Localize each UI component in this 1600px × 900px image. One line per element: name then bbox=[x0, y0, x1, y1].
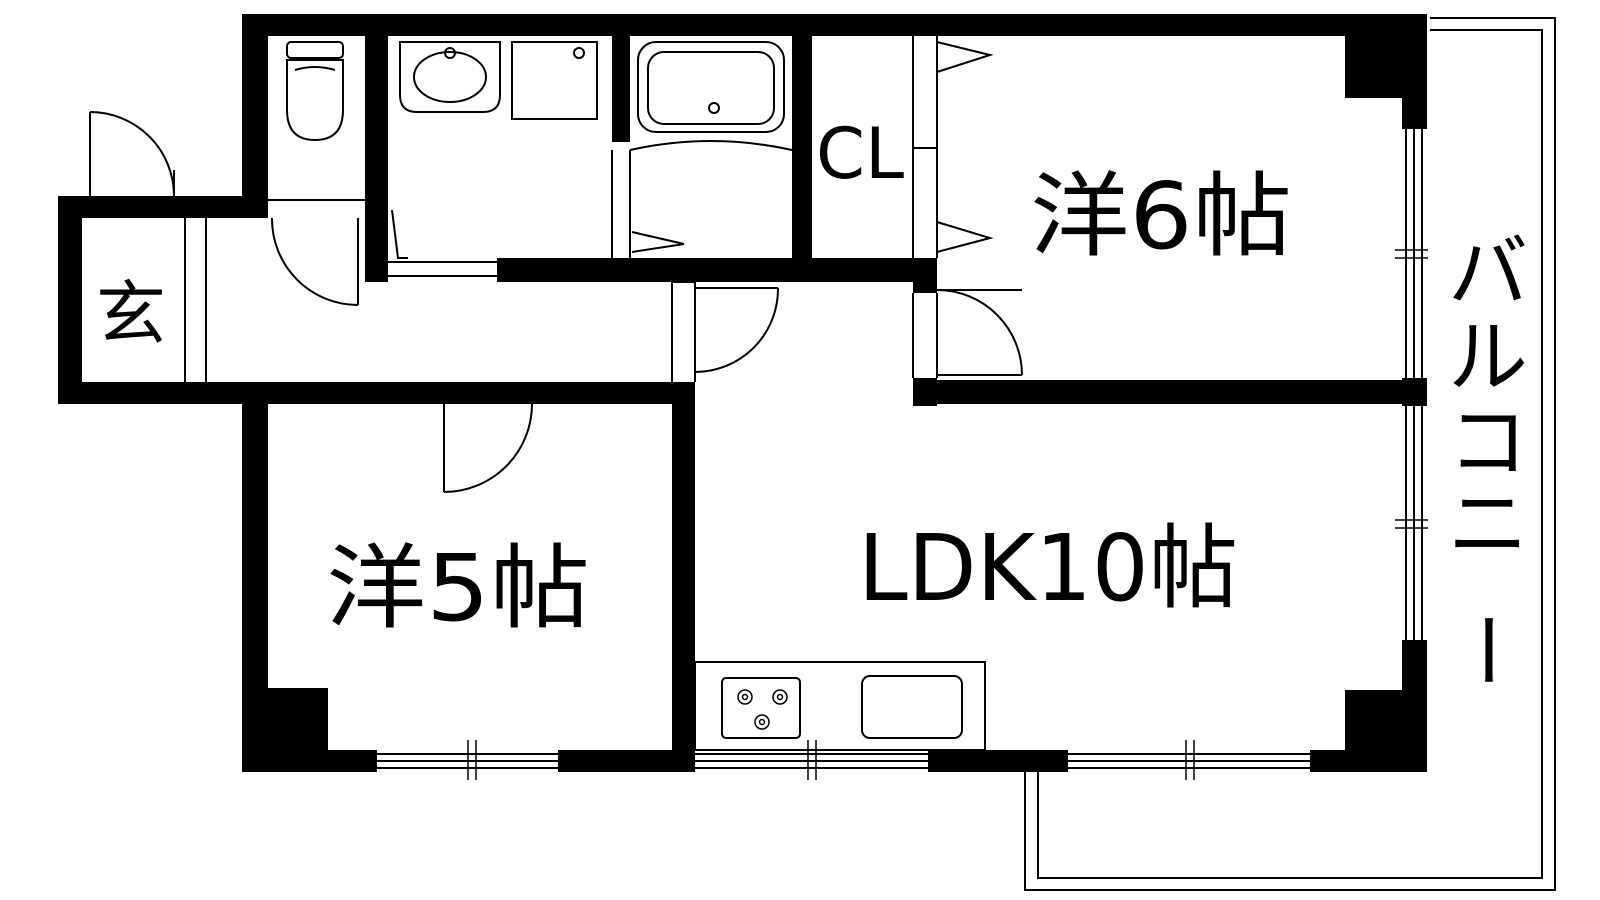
western-5-label: 洋5帖 bbox=[326, 535, 590, 642]
closet-label: CL bbox=[816, 113, 904, 195]
balcony bbox=[1024, 17, 1556, 891]
ldk-label: LDK10帖 bbox=[858, 515, 1238, 622]
balcony-char-1: バ bbox=[1448, 226, 1528, 319]
bathtub-fixture bbox=[629, 41, 793, 151]
balcony-char-4: ニ bbox=[1448, 478, 1528, 571]
washer-space bbox=[511, 41, 598, 120]
doors bbox=[89, 41, 1023, 493]
balcony-char-3: コ bbox=[1448, 396, 1528, 489]
entrance-label: 玄 bbox=[96, 273, 166, 355]
balcony-label: バ ル コ ニ ー bbox=[1439, 226, 1532, 690]
thin-lines bbox=[184, 36, 938, 404]
toilet-fixture bbox=[286, 41, 344, 142]
windows bbox=[377, 129, 1428, 780]
balcony-char-5: ー bbox=[1439, 610, 1532, 690]
western-6-label: 洋6帖 bbox=[1030, 163, 1292, 270]
balcony-char-2: ル bbox=[1448, 311, 1528, 404]
fixtures bbox=[286, 41, 986, 751]
kitchen-counter bbox=[694, 661, 986, 751]
room-labels: 玄 CL 洋6帖 洋5帖 LDK10帖 bbox=[96, 113, 1292, 642]
walls bbox=[58, 14, 1427, 772]
washbasin-fixture bbox=[399, 41, 501, 113]
